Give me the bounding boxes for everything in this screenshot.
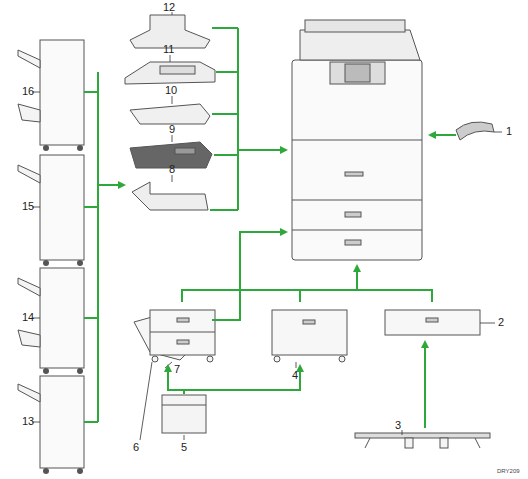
callout-number: 9 [169, 124, 175, 135]
callout-number: 3 [395, 420, 401, 431]
callout-number: 4 [292, 370, 298, 381]
figure-code: DRY209 [497, 468, 520, 474]
callout-number: 10 [165, 85, 177, 96]
callout-number: 6 [133, 442, 139, 453]
callout-number: 2 [498, 317, 504, 328]
callout-number: 14 [22, 312, 34, 323]
callout-number: 16 [22, 86, 34, 97]
callout-number: 15 [22, 201, 34, 212]
callout-number: 13 [22, 416, 34, 427]
callout-number: 12 [163, 2, 175, 13]
callout-number: 8 [169, 164, 175, 175]
callout-number: 11 [163, 44, 174, 55]
callout-number: 5 [181, 442, 187, 453]
callout-number: 7 [174, 364, 180, 375]
callout-number: 1 [506, 126, 512, 137]
